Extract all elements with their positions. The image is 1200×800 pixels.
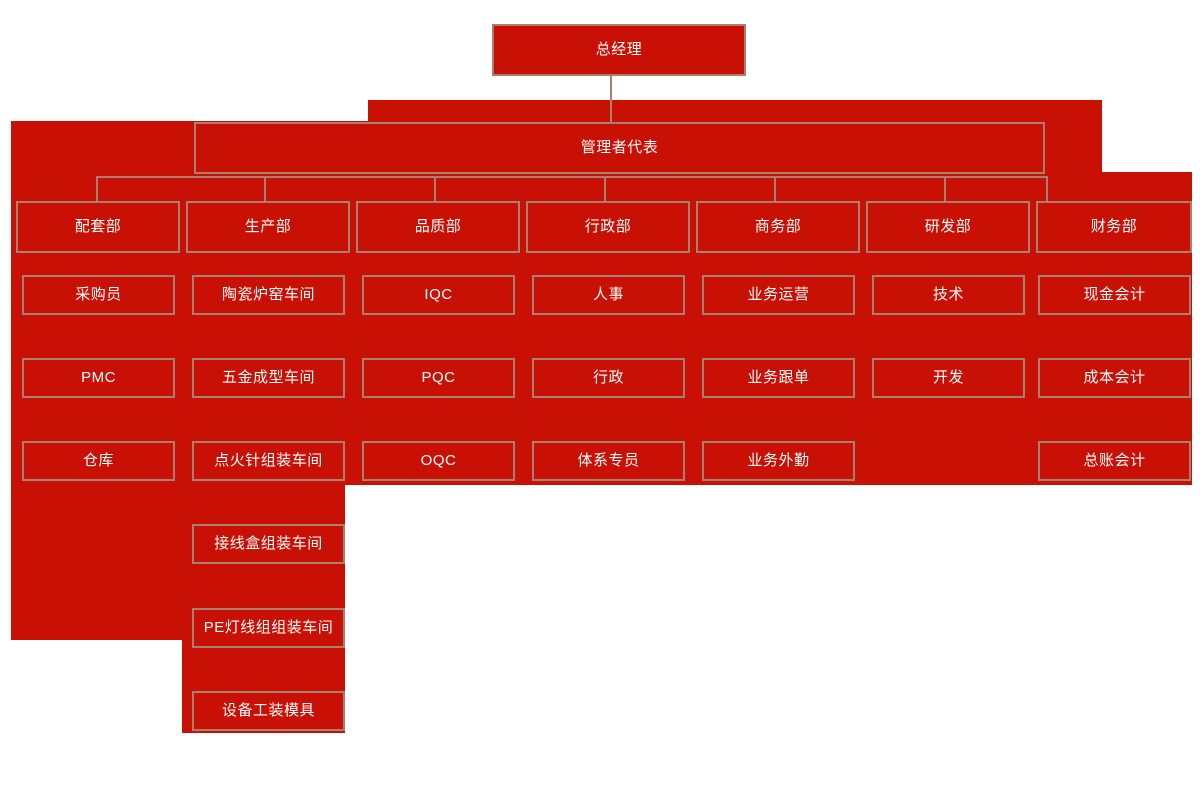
connector-level2-bus xyxy=(96,176,1046,178)
background-plate-col1 xyxy=(11,460,182,640)
connector-root-to-level2 xyxy=(610,76,612,122)
node-sub-kaifa[interactable]: 开发 xyxy=(872,358,1025,398)
connector-drop-5 xyxy=(774,176,776,201)
node-dept-shengchan[interactable]: 生产部 xyxy=(186,201,350,253)
connector-drop-2 xyxy=(264,176,266,201)
connector-drop-3 xyxy=(434,176,436,201)
connector-drop-1 xyxy=(96,176,98,201)
connector-drop-7 xyxy=(1046,176,1048,201)
node-management-representative[interactable]: 管理者代表 xyxy=(194,122,1045,174)
node-dept-xingzheng[interactable]: 行政部 xyxy=(526,201,690,253)
node-sub-renshi[interactable]: 人事 xyxy=(532,275,685,315)
node-sub-chengbenkuaiji[interactable]: 成本会计 xyxy=(1038,358,1191,398)
node-sub-cangku[interactable]: 仓库 xyxy=(22,441,175,481)
node-dept-yanfa[interactable]: 研发部 xyxy=(866,201,1030,253)
node-sub-shebeigongzhuang[interactable]: 设备工装模具 xyxy=(192,691,345,731)
node-sub-zongzhangkuaiji[interactable]: 总账会计 xyxy=(1038,441,1191,481)
node-sub-caigouyuan[interactable]: 采购员 xyxy=(22,275,175,315)
connector-drop-6 xyxy=(944,176,946,201)
node-sub-iqc[interactable]: IQC xyxy=(362,275,515,315)
node-general-manager[interactable]: 总经理 xyxy=(492,24,746,76)
background-plate-col2 xyxy=(182,460,345,733)
node-sub-jishu[interactable]: 技术 xyxy=(872,275,1025,315)
node-sub-xingzheng[interactable]: 行政 xyxy=(532,358,685,398)
node-sub-wujinchengxing[interactable]: 五金成型车间 xyxy=(192,358,345,398)
node-sub-taocilu[interactable]: 陶瓷炉窑车间 xyxy=(192,275,345,315)
node-sub-pmc[interactable]: PMC xyxy=(22,358,175,398)
connector-drop-4 xyxy=(604,176,606,201)
node-sub-oqc[interactable]: OQC xyxy=(362,441,515,481)
node-sub-xianjinkuaiji[interactable]: 现金会计 xyxy=(1038,275,1191,315)
node-dept-shangwu[interactable]: 商务部 xyxy=(696,201,860,253)
node-dept-pinzhi[interactable]: 品质部 xyxy=(356,201,520,253)
node-sub-pqc[interactable]: PQC xyxy=(362,358,515,398)
node-sub-yewuwaiqin[interactable]: 业务外勤 xyxy=(702,441,855,481)
node-sub-dianhuozhen[interactable]: 点火针组装车间 xyxy=(192,441,345,481)
node-sub-yewuyunying[interactable]: 业务运营 xyxy=(702,275,855,315)
node-sub-yewugendan[interactable]: 业务跟单 xyxy=(702,358,855,398)
node-dept-caiwu[interactable]: 财务部 xyxy=(1036,201,1192,253)
node-sub-pedengxian[interactable]: PE灯线组组装车间 xyxy=(192,608,345,648)
node-sub-tixizhuanyuan[interactable]: 体系专员 xyxy=(532,441,685,481)
node-sub-jiexianhe[interactable]: 接线盒组装车间 xyxy=(192,524,345,564)
node-dept-peitao[interactable]: 配套部 xyxy=(16,201,180,253)
